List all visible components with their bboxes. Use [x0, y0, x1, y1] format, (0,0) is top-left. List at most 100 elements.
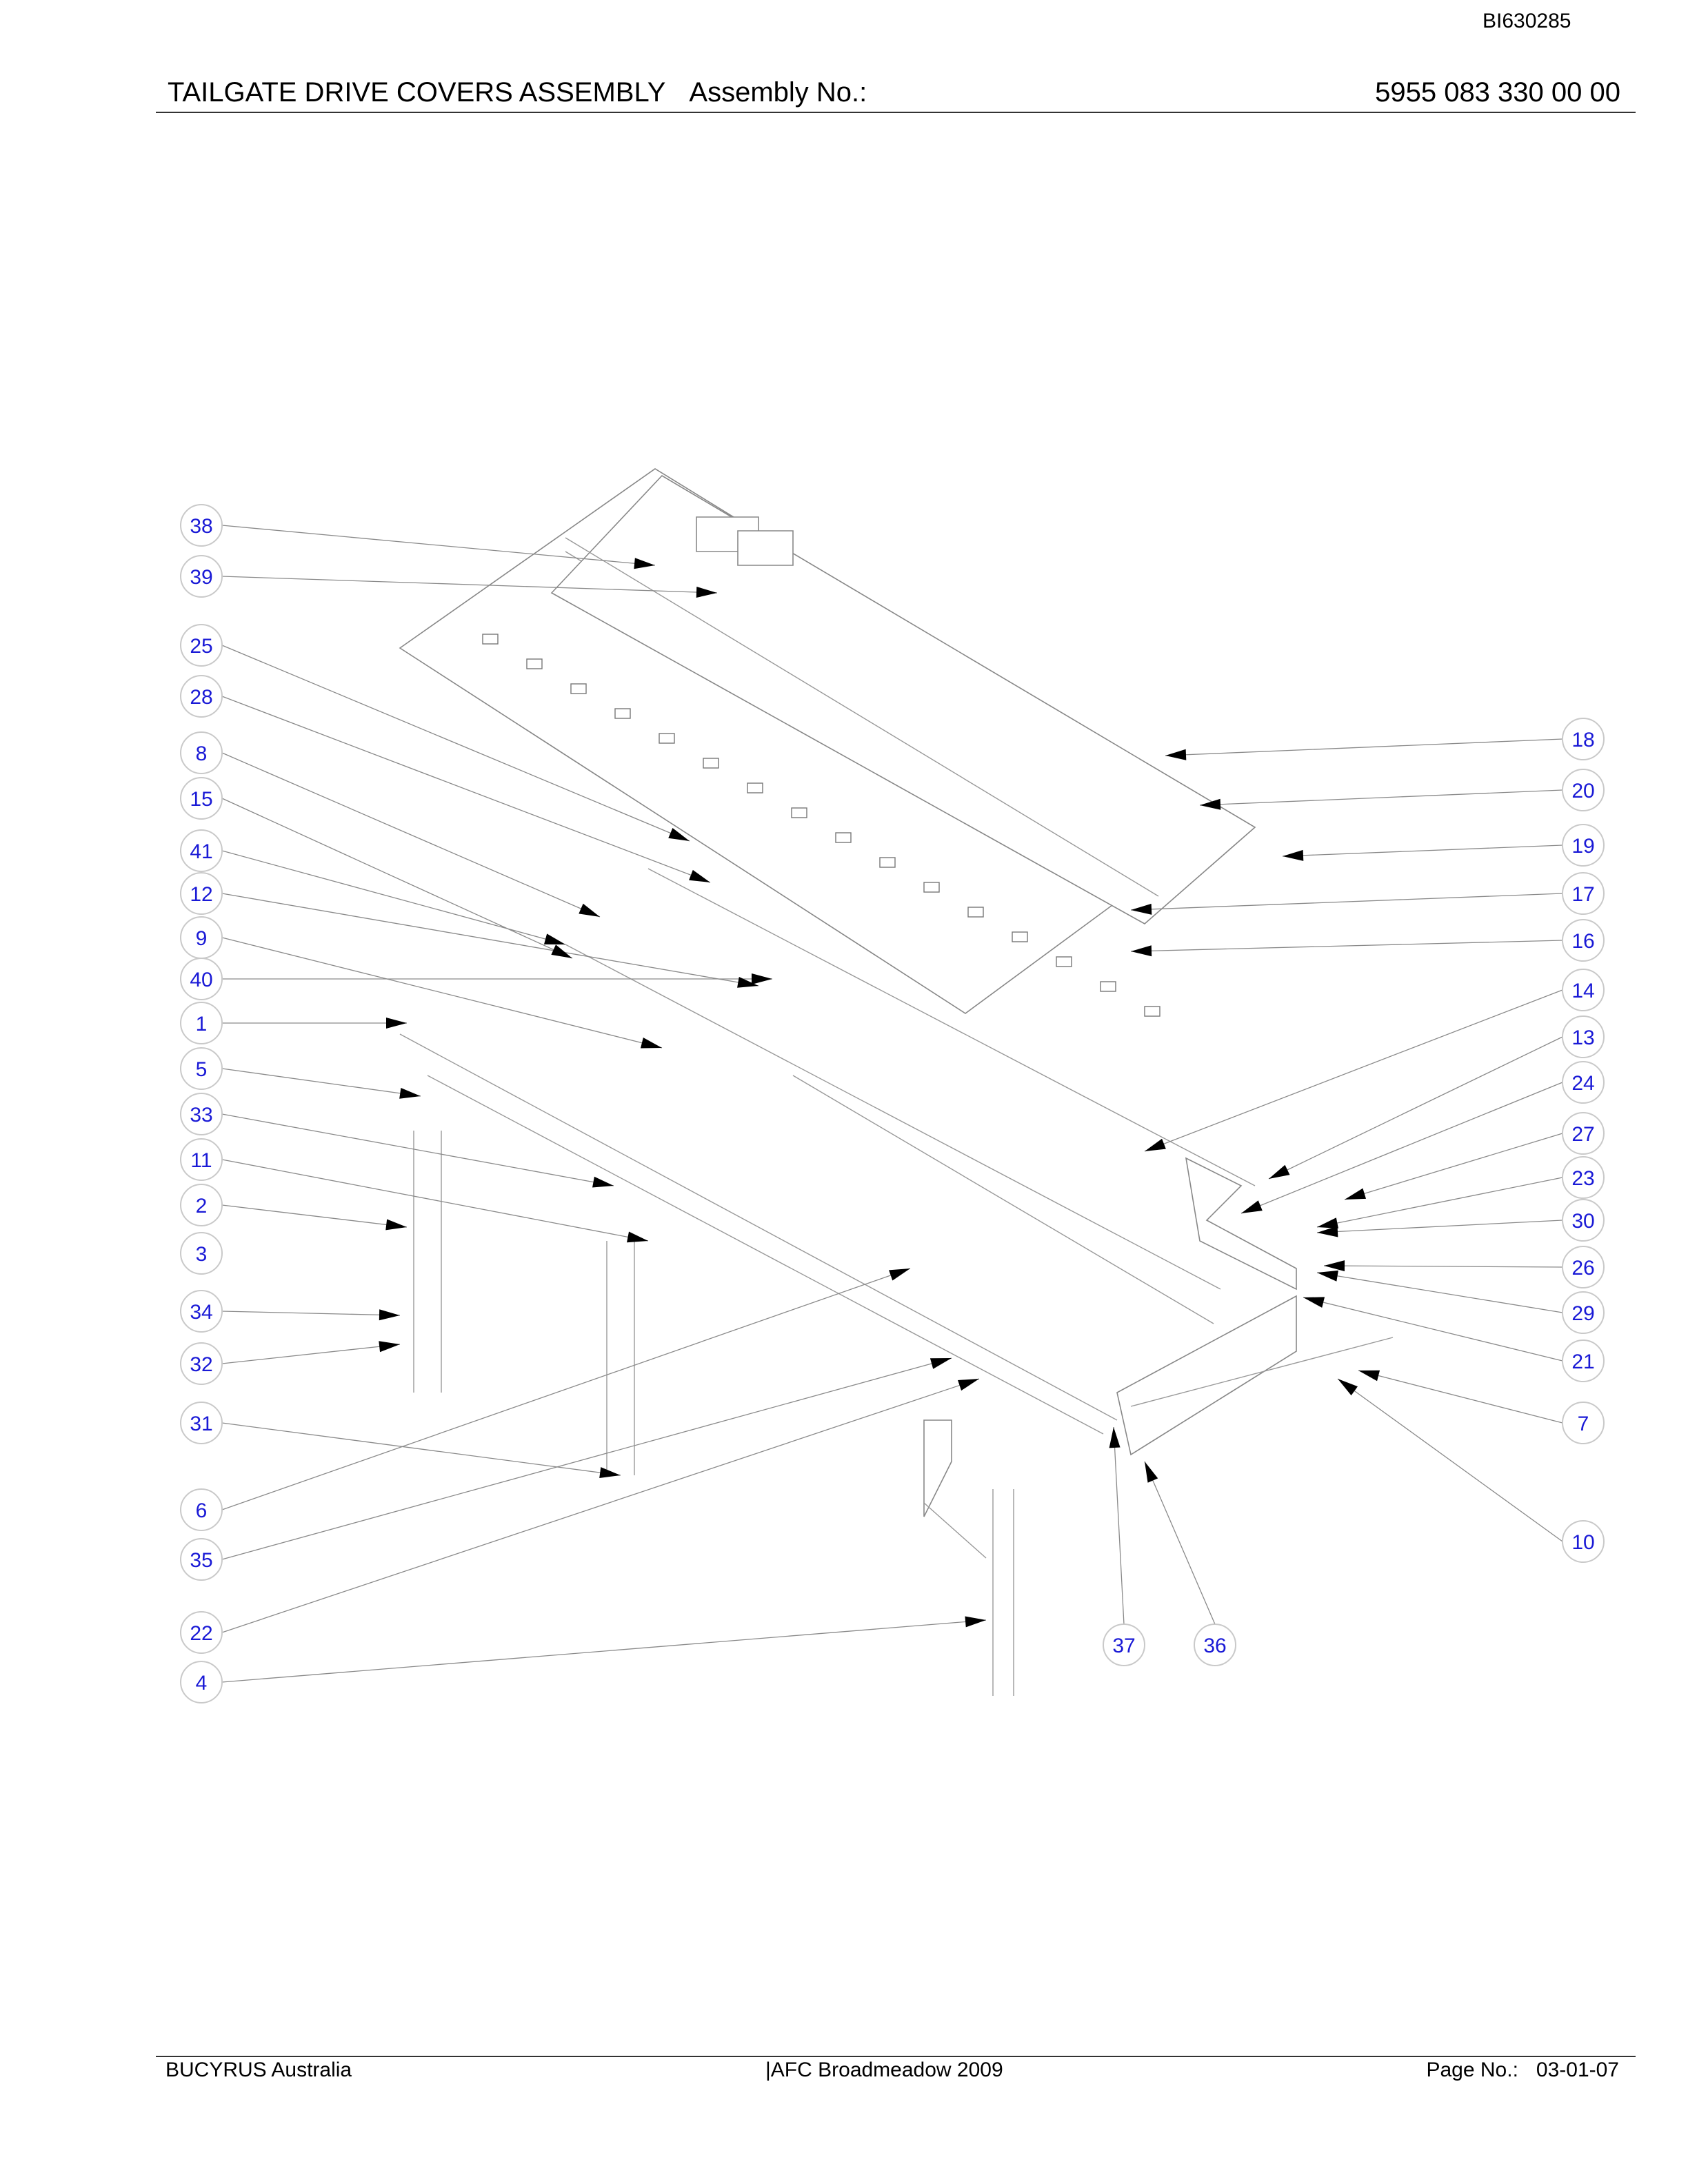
support-brace — [923, 1502, 987, 1559]
balloon-circle — [1562, 919, 1605, 962]
balloon-item-40: 40 — [180, 958, 223, 1000]
cover-plate-slot — [482, 634, 499, 645]
page-number-label: Page No.: — [1426, 2059, 1518, 2081]
balloon-circle — [1562, 824, 1605, 867]
balloon-item-10: 10 — [1562, 1520, 1605, 1563]
arrowhead-15 — [551, 944, 572, 958]
assembly-linework — [399, 468, 1394, 1696]
arrowhead-29 — [1317, 1270, 1338, 1282]
balloon-circle — [180, 1611, 223, 1654]
tailgate-side-rail — [1130, 1337, 1394, 1407]
assembly-number: 5955 083 330 00 00 — [1375, 77, 1620, 108]
arrowhead-24 — [1241, 1200, 1263, 1213]
balloon-label: 38 — [190, 515, 212, 538]
leader-line-9 — [221, 937, 663, 1049]
arrowhead-16 — [1131, 945, 1152, 957]
arrowhead-17 — [1131, 903, 1152, 915]
balloon-item-3: 3 — [180, 1232, 223, 1275]
balloon-item-39: 39 — [180, 555, 223, 598]
arrowhead-21 — [1303, 1297, 1325, 1308]
balloon-item-16: 16 — [1562, 919, 1605, 962]
balloon-item-2: 2 — [180, 1184, 223, 1226]
balloon-label: 26 — [1571, 1257, 1594, 1280]
leader-line-17 — [1130, 893, 1563, 911]
cover-plate-slot — [614, 708, 631, 719]
balloon-item-28: 28 — [180, 675, 223, 718]
balloon-circle — [180, 624, 223, 667]
cranked-rail — [1185, 1157, 1297, 1291]
arrowhead-40 — [752, 973, 772, 984]
leader-line-26 — [1323, 1265, 1563, 1268]
cover-plate-slot — [1100, 981, 1116, 992]
arrowhead-34 — [379, 1309, 400, 1321]
leader-line-21 — [1303, 1297, 1563, 1362]
balloon-circle — [1562, 1061, 1605, 1104]
balloon-circle — [180, 731, 223, 774]
arrowhead-20 — [1200, 798, 1221, 810]
leader-line-20 — [1199, 789, 1563, 806]
balloon-item-37: 37 — [1103, 1624, 1145, 1666]
leader-line-10 — [1337, 1378, 1563, 1542]
arrowhead-12 — [737, 977, 758, 988]
balloon-item-18: 18 — [1562, 718, 1605, 760]
balloon-item-32: 32 — [180, 1342, 223, 1385]
balloon-circle — [180, 504, 223, 547]
leader-line-22 — [221, 1378, 980, 1633]
cover-divider — [565, 537, 1159, 897]
balloon-circle — [1562, 1520, 1605, 1563]
arrowhead-38 — [634, 558, 655, 569]
arrowhead-7 — [1358, 1370, 1380, 1382]
balloon-circle — [1562, 769, 1605, 811]
balloon-label: 9 — [196, 927, 208, 950]
arrowhead-27 — [1345, 1188, 1367, 1200]
arrowhead-33 — [592, 1176, 614, 1188]
cover-plate-slot — [835, 832, 852, 843]
arrowhead-23 — [1317, 1217, 1338, 1228]
balloon-item-22: 22 — [180, 1611, 223, 1654]
arrowhead-32 — [379, 1341, 400, 1353]
balloon-label: 11 — [190, 1149, 212, 1172]
leader-line-13 — [1268, 1036, 1563, 1180]
balloon-item-30: 30 — [1562, 1199, 1605, 1242]
arrowhead-37 — [1109, 1427, 1121, 1448]
balloon-label: 13 — [1571, 1027, 1594, 1049]
arrowhead-11 — [627, 1231, 648, 1243]
leader-line-39 — [221, 576, 718, 594]
balloon-label: 39 — [190, 566, 212, 589]
tailgate-end-plate — [1116, 1295, 1297, 1456]
leader-line-8 — [221, 752, 601, 918]
arrowhead-41 — [543, 933, 565, 944]
leader-lines — [221, 525, 1563, 1683]
balloon-label: 20 — [1571, 780, 1594, 802]
leader-line-35 — [221, 1357, 952, 1560]
balloon-label: 31 — [190, 1413, 212, 1435]
balloon-label: 21 — [1571, 1351, 1594, 1373]
balloon-circle — [1562, 1015, 1605, 1058]
arrowhead-30 — [1317, 1226, 1338, 1237]
balloon-circle — [1562, 1156, 1605, 1199]
leader-line-18 — [1165, 738, 1563, 756]
balloon-item-23: 23 — [1562, 1156, 1605, 1199]
balloon-circle — [1562, 1402, 1605, 1444]
leader-line-41 — [221, 850, 566, 945]
balloon-item-26: 26 — [1562, 1246, 1605, 1288]
arrowhead-25 — [668, 828, 690, 841]
leader-line-28 — [221, 696, 711, 883]
balloon-item-27: 27 — [1562, 1112, 1605, 1155]
leader-line-12 — [221, 893, 759, 987]
balloon-label: 5 — [196, 1058, 208, 1081]
leader-line-4 — [221, 1619, 987, 1683]
balloon-label: 12 — [190, 883, 212, 906]
balloon-item-13: 13 — [1562, 1015, 1605, 1058]
balloon-label: 36 — [1203, 1635, 1226, 1657]
balloon-label: 16 — [1571, 930, 1594, 953]
balloon-circle — [180, 1342, 223, 1385]
arrowhead-35 — [930, 1358, 952, 1369]
leader-line-2 — [221, 1204, 408, 1228]
arrowhead-26 — [1324, 1260, 1345, 1272]
balloon-item-34: 34 — [180, 1290, 223, 1333]
arrowhead-14 — [1145, 1138, 1166, 1151]
balloon-circle — [1562, 1339, 1605, 1382]
page-number: 03-01-07 — [1536, 2059, 1619, 2081]
balloon-circle — [180, 1047, 223, 1090]
